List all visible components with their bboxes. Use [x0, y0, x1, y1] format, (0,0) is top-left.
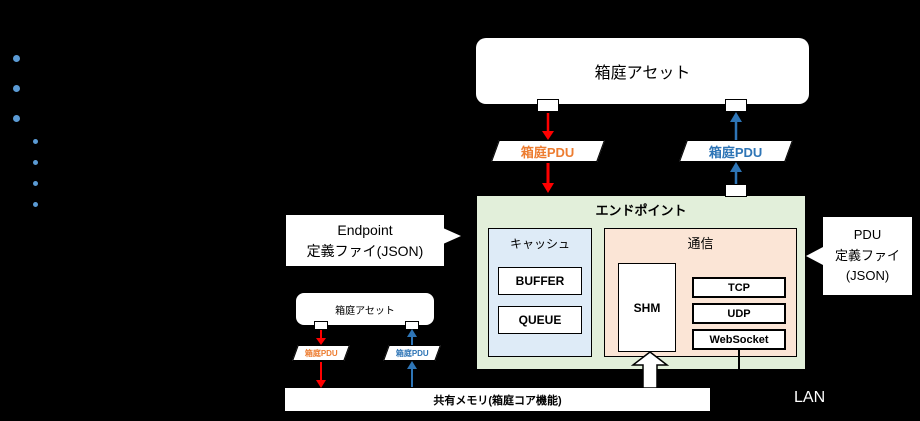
core-arrow-red-2	[316, 362, 326, 388]
core-pdu-send-shape: 箱庭PDU	[292, 345, 350, 361]
shm-box: SHM	[618, 263, 676, 352]
shared-memory-bar: 共有メモリ(箱庭コア機能)	[285, 388, 710, 411]
tcp-label: TCP	[728, 281, 750, 294]
bullet-dot	[13, 85, 20, 92]
core-pdu-recv-label: 箱庭PDU	[395, 348, 429, 358]
buffer-box: BUFFER	[498, 267, 582, 295]
websocket-label: WebSocket	[709, 333, 769, 346]
pdu-recv-label: 箱庭PDU	[709, 144, 763, 160]
pdu-def-callout: PDU 定義ファイ (JSON)	[823, 217, 912, 295]
arrow-red-down-1	[542, 113, 554, 140]
core-asset-box: 箱庭アセット	[296, 293, 434, 325]
endpoint-port-right	[725, 184, 747, 197]
udp-label: UDP	[727, 307, 751, 320]
pdu-def-callout-tail	[806, 247, 823, 265]
lan-connection-line-vertical	[738, 349, 740, 400]
arrow-blue-up-2	[730, 112, 742, 140]
lan-label: LAN	[794, 389, 826, 406]
websocket-box: WebSocket	[692, 329, 786, 350]
bullet-dot	[13, 55, 20, 62]
pdu-recv-shape: 箱庭PDU	[678, 140, 794, 162]
hakoniwa-asset-box: 箱庭アセット	[476, 38, 809, 104]
shm-shared-memory-block-arrow	[630, 351, 670, 389]
arrow-red-down-2	[542, 163, 554, 193]
pdu-send-label: 箱庭PDU	[521, 144, 575, 160]
queue-label: QUEUE	[518, 313, 562, 327]
udp-box: UDP	[692, 303, 786, 324]
core-pdu-recv-shape: 箱庭PDU	[383, 345, 441, 361]
core-arrow-blue-2	[407, 329, 417, 345]
queue-box: QUEUE	[498, 306, 582, 334]
buffer-label: BUFFER	[515, 274, 565, 288]
bullet-dot	[33, 181, 38, 186]
bullet-dot	[13, 115, 20, 122]
pdu-def-line-2: 定義ファイ	[834, 247, 900, 263]
shared-memory-label: 共有メモリ(箱庭コア機能)	[433, 394, 562, 407]
core-pdu-send-label: 箱庭PDU	[304, 348, 338, 358]
pdu-def-line-1: PDU	[853, 226, 882, 242]
core-arrow-blue-1	[407, 361, 417, 387]
endpoint-def-line-2: 定義ファイ(JSON)	[306, 242, 424, 259]
endpoint-def-line-1: Endpoint	[337, 222, 393, 239]
hakoniwa-asset-label: 箱庭アセット	[594, 65, 691, 82]
core-port-left	[314, 321, 328, 330]
lan-connection-line-horizontal	[738, 398, 790, 400]
core-asset-label: 箱庭アセット	[335, 305, 395, 317]
bullet-dot	[33, 202, 38, 207]
asset-port-left	[537, 99, 559, 112]
arrow-blue-up-1	[730, 162, 742, 184]
pdu-def-line-3: (JSON)	[845, 268, 890, 284]
cache-title: キャッシュ	[509, 237, 570, 251]
shm-label: SHM	[633, 300, 661, 315]
core-arrow-red-1	[316, 330, 326, 345]
bullet-dot	[33, 139, 38, 144]
endpoint-def-callout-tail	[443, 228, 461, 244]
bullet-dot	[33, 160, 38, 165]
pdu-send-shape: 箱庭PDU	[490, 140, 606, 162]
endpoint-title: エンドポイント	[595, 203, 687, 218]
endpoint-def-callout: Endpoint 定義ファイ(JSON)	[286, 215, 444, 266]
tcp-box: TCP	[692, 277, 786, 298]
asset-port-right	[725, 99, 747, 112]
comm-title: 通信	[687, 236, 714, 251]
